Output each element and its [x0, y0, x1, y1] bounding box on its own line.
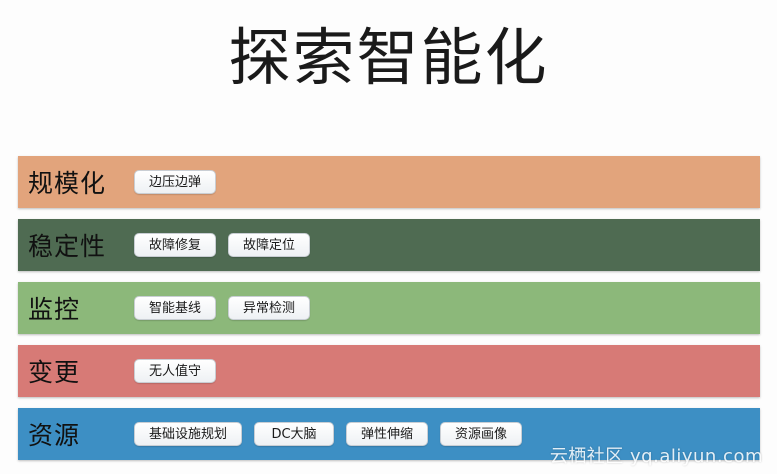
- row-resources: 资源 基础设施规划 DC大脑 弹性伸缩 资源画像: [18, 408, 760, 460]
- chip-group: 无人值守: [134, 359, 217, 383]
- row-scale: 规模化 边压边弹: [18, 156, 760, 208]
- chip-group: 基础设施规划 DC大脑 弹性伸缩 资源画像: [134, 422, 523, 446]
- chip: DC大脑: [254, 422, 335, 446]
- row-label: 监控: [28, 295, 81, 324]
- chip: 资源画像: [440, 422, 523, 446]
- chip: 故障修复: [134, 233, 217, 257]
- chip: 异常检测: [228, 296, 311, 320]
- chip: 无人值守: [134, 359, 217, 383]
- chip: 边压边弹: [134, 170, 217, 194]
- chip: 基础设施规划: [134, 422, 243, 446]
- slide-title: 探索智能化: [228, 21, 549, 94]
- chip-group: 智能基线 异常检测: [134, 296, 311, 320]
- chip: 故障定位: [228, 233, 311, 257]
- row-stability: 稳定性 故障修复 故障定位: [18, 219, 760, 271]
- row-change: 变更 无人值守: [18, 345, 760, 397]
- row-monitoring: 监控 智能基线 异常检测: [18, 282, 760, 334]
- row-label: 变更: [28, 358, 81, 387]
- chip: 智能基线: [134, 296, 217, 320]
- chip-group: 边压边弹: [134, 170, 217, 194]
- chip: 弹性伸缩: [346, 422, 429, 446]
- category-rows: 规模化 边压边弹 稳定性 故障修复 故障定位 监控 智能基线 异常检测 变更 无…: [18, 156, 760, 471]
- watermark: 云栖社区 yq.aliyun.com: [549, 446, 763, 467]
- chip-group: 故障修复 故障定位: [134, 233, 311, 257]
- row-label: 规模化: [28, 169, 107, 198]
- row-label: 资源: [28, 421, 81, 450]
- row-label: 稳定性: [28, 232, 107, 261]
